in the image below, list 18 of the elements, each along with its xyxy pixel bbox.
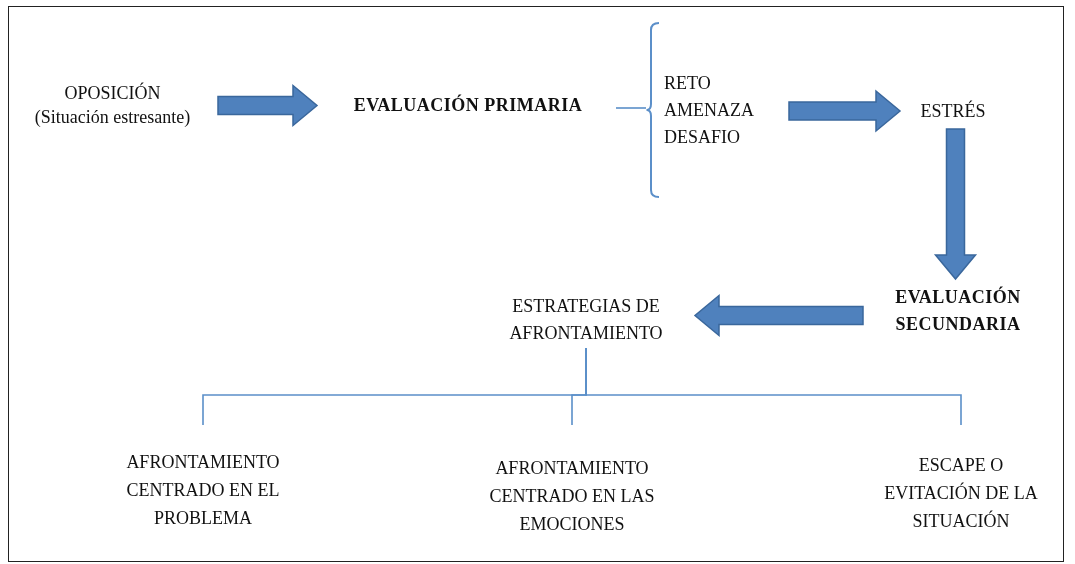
block-arrow [217, 83, 319, 128]
block-arrow [693, 293, 864, 338]
node-text: OPOSICIÓN [64, 81, 161, 105]
node-text: AFRONTAMIENTO CENTRADO EN LAS EMOCIONES [488, 457, 656, 536]
connector-line [615, 107, 647, 109]
node-text: EVALUACIÓN PRIMARIA [353, 94, 583, 118]
node-text: DESAFIO [664, 125, 740, 149]
node-text: ESTRATEGIAS DE AFRONTAMIENTO [508, 295, 664, 345]
node-text: ESTRÉS [920, 100, 986, 124]
node-text: AFRONTAMIENTO CENTRADO EN EL PROBLEMA [125, 451, 281, 530]
block-arrow [788, 89, 902, 133]
block-arrow [933, 128, 978, 281]
node-text: AMENAZA [664, 98, 754, 122]
node-text: ESCAPE O EVITACIÓN DE LA SITUACIÓN [883, 454, 1039, 533]
node-text: (Situación estresante) [34, 106, 191, 129]
connector-line [585, 347, 962, 426]
node-text: RETO [664, 71, 711, 95]
node-text: EVALUACIÓN SECUNDARIA [894, 285, 1022, 336]
